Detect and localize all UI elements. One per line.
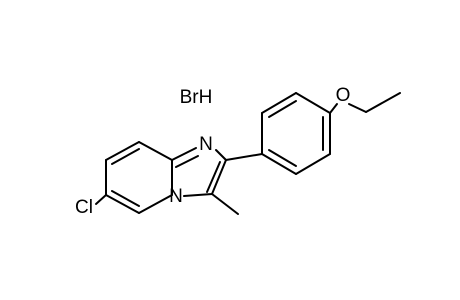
bond-c5-n4 [138,194,173,214]
bond-c8-c7 [105,141,140,161]
bond-c2-c3 [211,159,227,195]
methyl-bond [211,193,239,215]
ethoxy-group [329,92,401,114]
benzene-bond-2 [261,92,297,114]
chloro-bond [95,194,107,205]
imidazole-ring [171,147,227,197]
oxygen-label: O [336,85,351,106]
bond-n1-c2 [215,149,227,161]
bond-c8a-n1 [171,147,197,161]
benzene-double-1 [268,100,297,118]
bond-c8a-c8 [138,141,173,161]
bond-c8a-n1-double [175,155,199,168]
aryl-oxygen-bond [329,103,338,114]
ch2-ch3-bond [365,92,401,113]
pyridine-ring [105,141,173,214]
bond-c6-c5 [105,194,140,214]
benzene-bond-5 [295,153,331,175]
bond-c2-c3-double [206,161,221,193]
imidazole-n1-label: N [199,134,213,155]
benzene-double-3 [268,149,297,167]
benzene-bond-6 [261,153,297,175]
benzene-ring [225,92,331,175]
bridgehead-n4-label: N [169,186,183,207]
bond-c2-aryl [225,153,263,161]
oxygen-ch2-bond [348,103,367,113]
double-bond-c8-c7-inner [111,148,140,165]
bond-c3-n4 [183,193,213,197]
benzene-bond-3 [295,92,331,114]
double-bond-c6-c5-inner [111,190,140,207]
chlorine-label: Cl [75,197,93,218]
bromide-salt-label: BrH [180,87,213,108]
